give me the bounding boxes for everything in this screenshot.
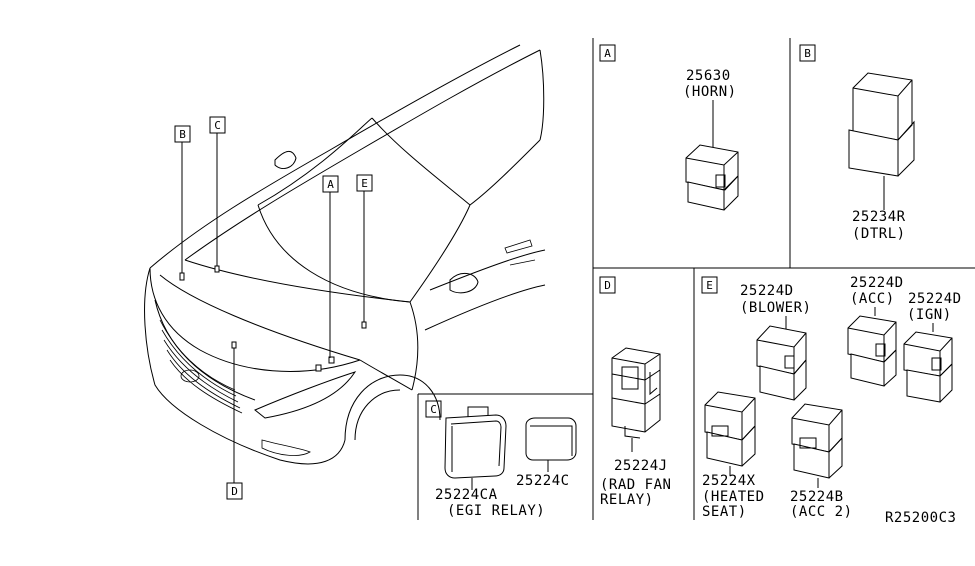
car-illustration: [144, 44, 546, 465]
part-25224d-acc: 25224D: [850, 275, 904, 291]
panel-b-letter: B: [804, 47, 811, 60]
part-25224ca-desc: (EGI RELAY): [447, 503, 545, 519]
part-25224x: 25224X: [702, 473, 756, 489]
blower-relay: [756, 325, 807, 401]
part-25630-desc: (HORN): [683, 84, 737, 100]
relay-25224c: [525, 417, 577, 461]
callout-c: C: [209, 116, 226, 266]
part-25224d-acc-desc: (ACC): [850, 291, 895, 307]
part-25224ca: 25224CA: [435, 487, 498, 503]
part-25224j-desc-2: RELAY): [600, 492, 654, 508]
part-25224d-blower-desc: (BLOWER): [740, 300, 811, 316]
callout-b: B: [174, 125, 191, 273]
callout-a-letter: A: [327, 178, 334, 191]
part-25234r: 25234R: [852, 209, 906, 225]
part-25224j-desc-1: (RAD FAN: [600, 477, 671, 493]
egi-relay: [444, 406, 507, 479]
part-25224d-blower: 25224D: [740, 283, 794, 299]
part-25224c: 25224C: [516, 473, 570, 489]
panel-c-letter: C: [430, 403, 437, 416]
panel-frame: [417, 38, 975, 520]
part-25224b-desc: (ACC 2): [790, 504, 853, 520]
callout-b-letter: B: [179, 128, 186, 141]
heated-seat-relay: [704, 391, 756, 467]
panel-c: C 25224CA (EGI RELAY) 25224C: [425, 400, 577, 519]
part-25630: 25630: [686, 68, 731, 84]
panel-d-letter: D: [604, 279, 611, 292]
part-25224d-ign-desc: (IGN): [907, 307, 952, 323]
callout-c-letter: C: [214, 119, 221, 132]
diagram-code: R25200C3: [885, 510, 956, 526]
acc-relay: [847, 315, 897, 387]
part-25224j: 25224J: [614, 458, 668, 474]
panel-a: A 25630 (HORN): [599, 44, 739, 211]
panel-e: E 25224D (BLOWER) 25224D (ACC) 25224D (I…: [701, 275, 962, 520]
ign-relay: [903, 331, 953, 403]
dtrl-relay: [848, 72, 915, 177]
part-25224d-ign: 25224D: [908, 291, 962, 307]
callout-a: A: [322, 175, 339, 358]
callout-e: E: [356, 174, 373, 322]
callout-d-letter: D: [231, 485, 238, 498]
part-25224x-desc-2: SEAT): [702, 504, 747, 520]
horn-relay: [685, 144, 739, 211]
rad-fan-relay: [611, 347, 661, 439]
callout-e-letter: E: [361, 177, 368, 190]
panel-b: B 25234R (DTRL): [799, 44, 915, 242]
part-25234r-desc: (DTRL): [852, 226, 906, 242]
acc2-relay: [791, 403, 843, 479]
part-25224x-desc-1: (HEATED: [702, 489, 765, 505]
callout-d: D: [226, 348, 243, 500]
part-25224b: 25224B: [790, 489, 844, 505]
panel-d: D 25224J (RAD FAN RELAY): [599, 276, 671, 508]
panel-e-letter: E: [706, 279, 713, 292]
panel-a-letter: A: [604, 47, 611, 60]
